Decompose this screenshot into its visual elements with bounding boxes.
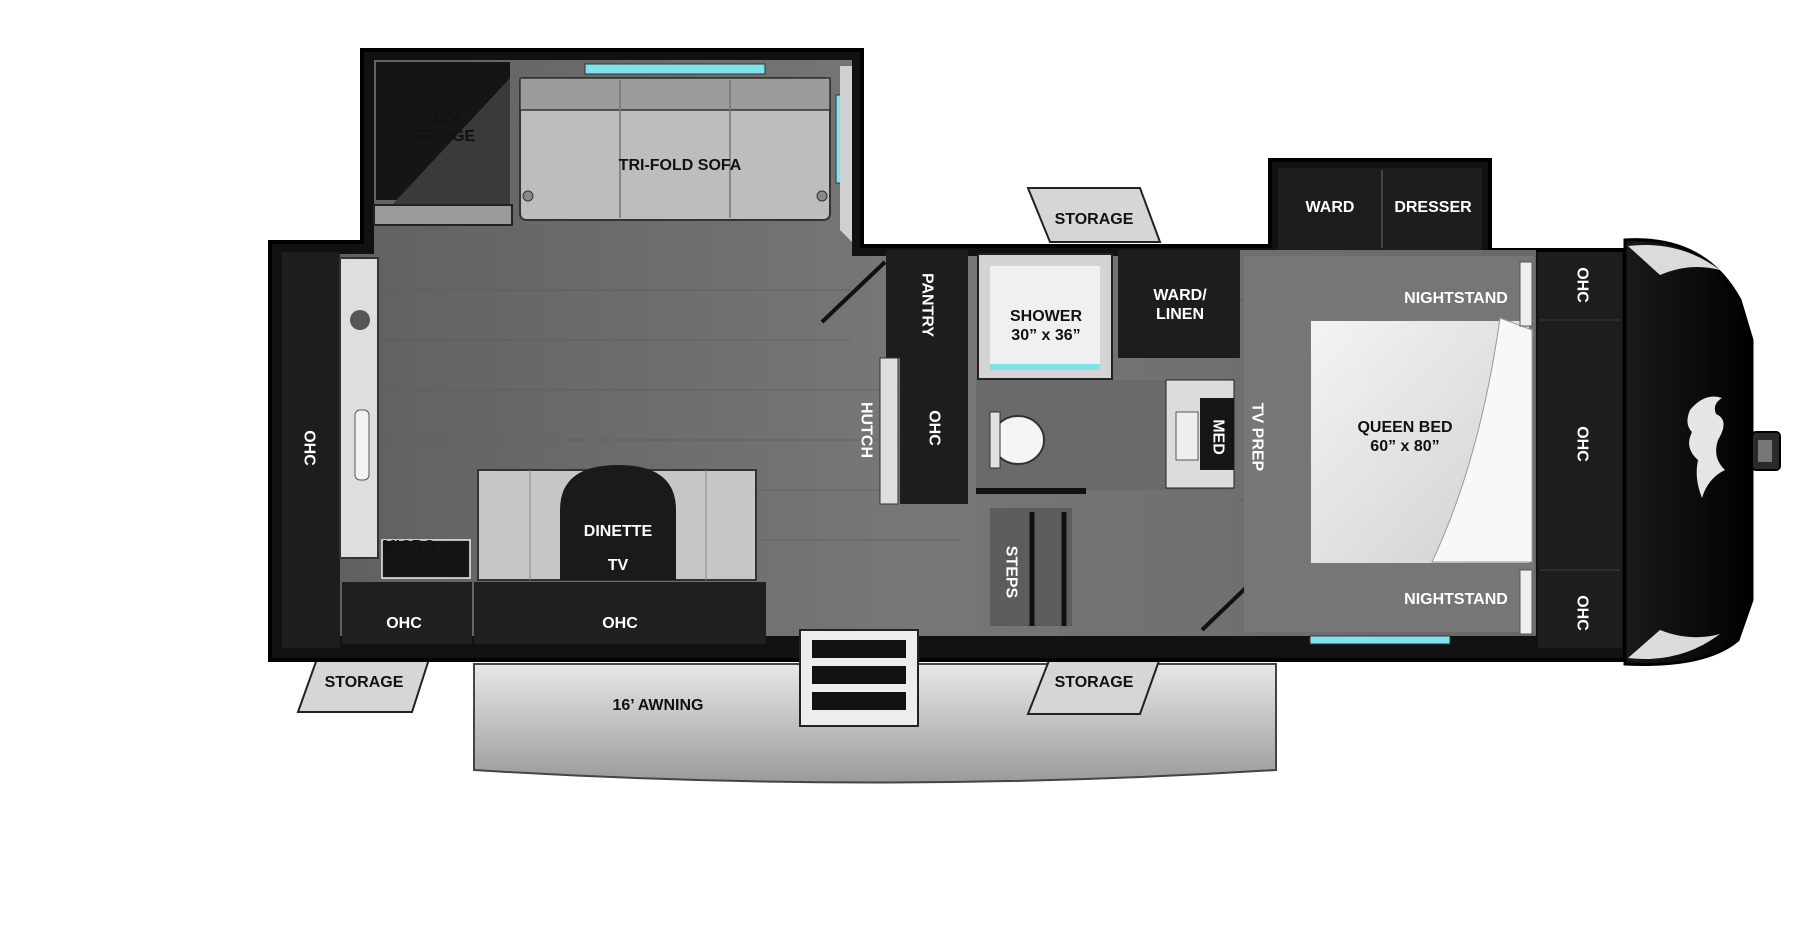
micro-box: [381, 539, 471, 579]
fridge: [392, 78, 510, 205]
ward-top-label: WARD: [1305, 199, 1355, 216]
ohc-front-mid-label: OHC: [1573, 426, 1591, 462]
fridge-label: 12V FRIDGE: [410, 108, 480, 146]
window-top: [584, 63, 766, 75]
sink: [354, 409, 370, 481]
ohc-hutch: [900, 358, 968, 504]
tv-label: TV: [607, 557, 629, 574]
window-bedroom: [1309, 635, 1451, 645]
storage-bottom-mid-label: STORAGE: [1054, 674, 1134, 691]
front-cap-swoosh-bottom: [1628, 630, 1720, 659]
ohc-front-top-label: OHC: [1573, 267, 1591, 303]
ohc-hutch-label: OHC: [925, 410, 943, 446]
sofa-back: [519, 77, 831, 111]
pantry: [886, 250, 968, 358]
front-cap-swoosh-top: [1628, 245, 1720, 275]
brand-logo: [1687, 396, 1725, 498]
slide-corner: [840, 66, 852, 242]
ohc-bottom-left: [342, 582, 472, 644]
med-cabinet: [1200, 398, 1234, 470]
queen-bed-label-line2: 60” x 80”: [1370, 438, 1440, 455]
ward-linen-label: WARD/ LINEN: [1130, 286, 1230, 324]
bath-wall-bottom: [976, 488, 1086, 494]
storage-top-tab: [1026, 187, 1162, 243]
ward-dresser: [1278, 168, 1482, 250]
storage-top-label: STORAGE: [1054, 211, 1134, 228]
ohc-front-bottom-label: OHC: [1573, 595, 1591, 631]
fridge-shelf: [373, 204, 513, 226]
dinette-label: DINETTE: [583, 523, 653, 540]
front-cap: [1623, 238, 1754, 666]
nightstand-top-label: NIGHTSTAND: [1404, 290, 1508, 307]
ohc-bottom-left-label: OHC: [386, 615, 422, 632]
dinette-table: [560, 465, 676, 580]
nightstand-bottom-strip: [1519, 569, 1533, 635]
hutch-label: HUTCH: [857, 402, 875, 458]
tv-prep-label: TV PREP: [1248, 402, 1266, 472]
nightstand-top-strip: [1519, 261, 1533, 327]
pantry-label: PANTRY: [918, 273, 936, 337]
bed-fold: [1431, 317, 1533, 563]
shower-accent: [990, 364, 1100, 370]
queen-bed-label: QUEEN BED 60” x 80”: [1340, 418, 1470, 456]
stove-knob: [350, 310, 370, 330]
dresser-label: DRESSER: [1394, 199, 1472, 216]
steps-label: STEPS: [1002, 545, 1020, 599]
ohc-bottom-mid-label: OHC: [602, 615, 638, 632]
queen-bed-label-line1: QUEEN BED: [1357, 419, 1453, 436]
ohc-rear-label: OHC: [300, 430, 318, 466]
nightstand-bottom-label: NIGHTSTAND: [1404, 591, 1508, 608]
ohc-front: [1538, 252, 1622, 648]
shower-label-line1: SHOWER: [1010, 308, 1082, 325]
ward-linen-label-line1: WARD/: [1153, 287, 1207, 304]
shower-label: SHOWER 30” x 36”: [996, 307, 1096, 345]
med-label: MED: [1209, 419, 1227, 455]
counter-left: [339, 257, 379, 559]
storage-bottom-left-label: STORAGE: [324, 674, 404, 691]
awning-label: 16’ AWNING: [612, 697, 704, 714]
ohc-left-wall: [282, 252, 340, 648]
sofa-label: TRI-FOLD SOFA: [618, 157, 742, 174]
hutch: [879, 357, 899, 505]
micro-label: MICRO: [382, 538, 436, 555]
shower-label-line2: 30” x 36”: [1011, 327, 1081, 344]
ohc-bottom-mid: [474, 582, 766, 644]
fridge-label-line2: FRIDGE: [414, 128, 476, 145]
ward-linen: [1118, 250, 1240, 358]
vanity-sink: [1175, 411, 1199, 461]
fridge-label-line1: 12V: [430, 109, 460, 126]
ward-linen-label-line2: LINEN: [1156, 306, 1204, 323]
